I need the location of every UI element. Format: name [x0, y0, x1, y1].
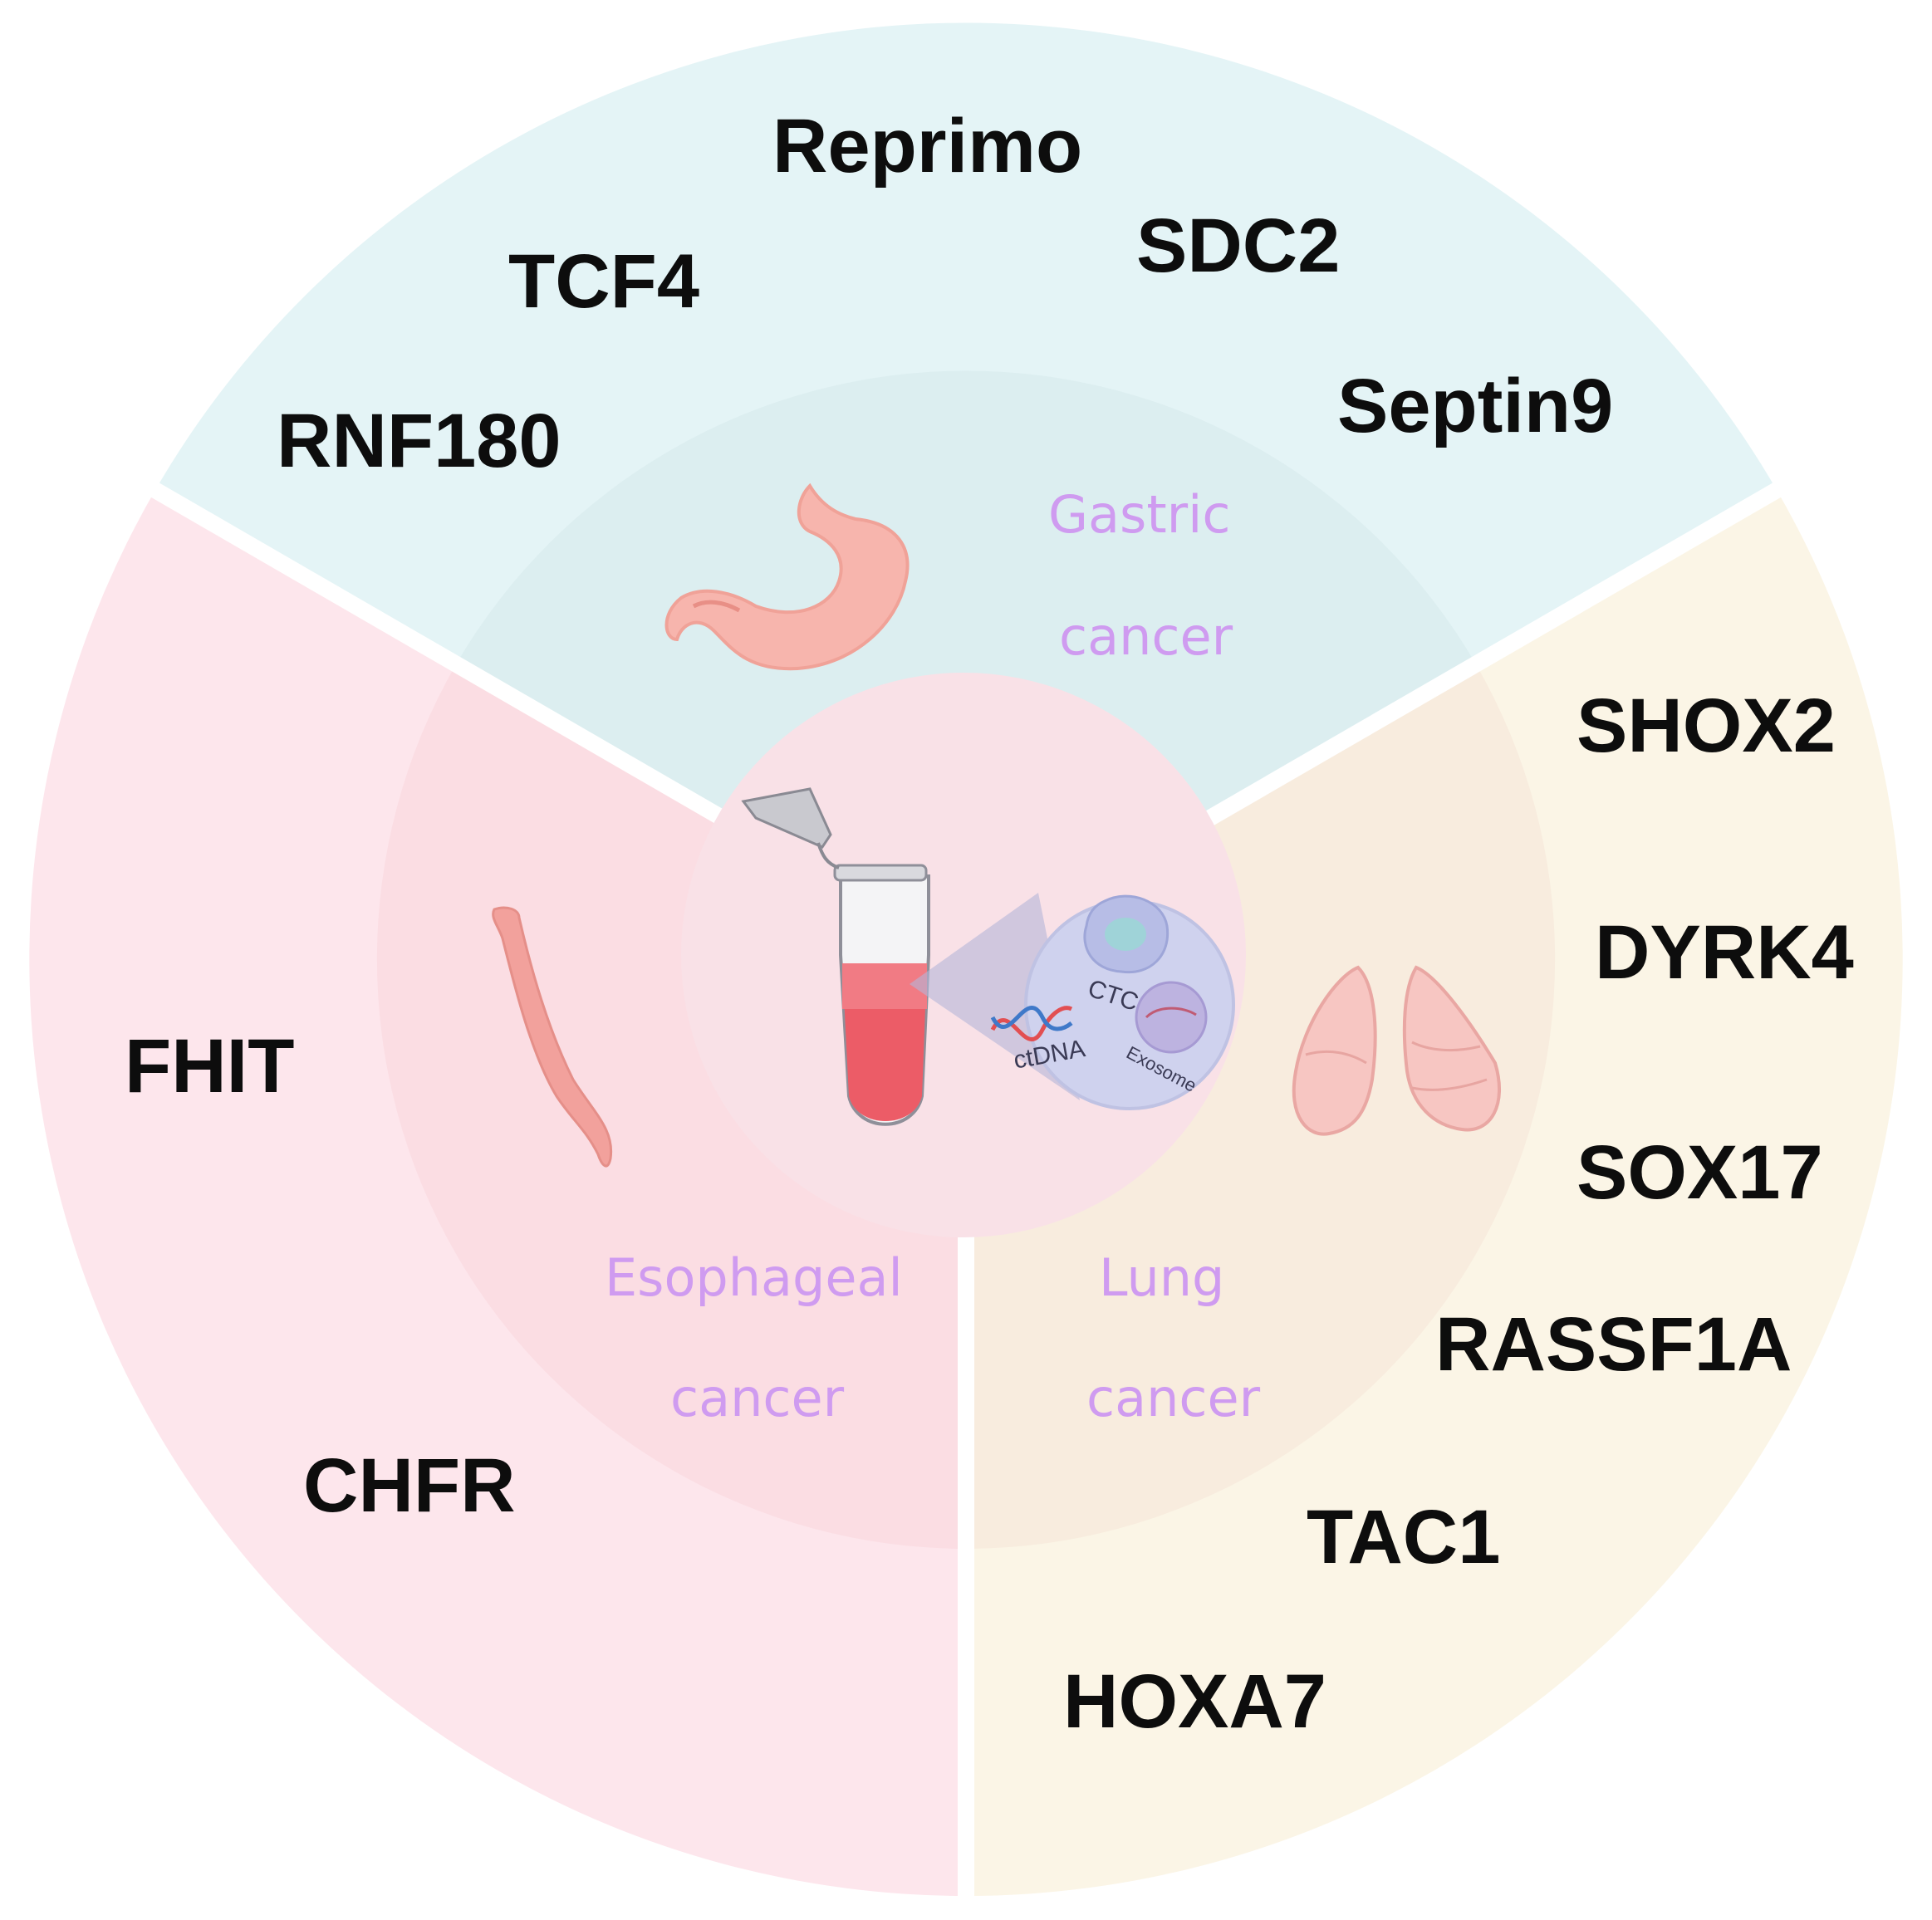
gene-fhit: FHIT — [125, 1024, 294, 1109]
gene-tac1: TAC1 — [1307, 1495, 1500, 1580]
gene-tcf4: TCF4 — [508, 239, 699, 324]
gene-rassf1a: RASSF1A — [1435, 1302, 1792, 1387]
gastric-cancer-label-line1: Gastric — [1048, 484, 1230, 545]
biomarker-inset: CTC ctDNA Exosome — [910, 893, 1235, 1110]
lung-cancer-label-line1: Lung — [1099, 1247, 1224, 1308]
gastric-cancer-label-line2: cancer — [1059, 606, 1233, 667]
gene-chfr: CHFR — [303, 1443, 516, 1528]
segment-gastric-inner — [456, 370, 1476, 959]
lung-cancer-label-line2: cancer — [1086, 1368, 1261, 1428]
lungs-icon — [1292, 965, 1501, 1136]
gene-rnf180: RNF180 — [277, 399, 561, 483]
stomach-icon — [664, 482, 910, 671]
exosome-icon — [1135, 981, 1208, 1054]
esophagus-icon — [492, 906, 613, 1168]
esophageal-cancer-label-line1: Esophageal — [605, 1247, 903, 1308]
dna-helix-icon — [990, 1006, 1073, 1041]
ctc-cell-icon — [1083, 894, 1169, 974]
gene-sox17: SOX17 — [1576, 1130, 1823, 1215]
gene-septin9: Septin9 — [1337, 364, 1613, 448]
gene-hoxa7: HOXA7 — [1063, 1659, 1326, 1744]
gene-shox2: SHOX2 — [1576, 683, 1836, 768]
gene-dyrk4: DYRK4 — [1595, 910, 1854, 995]
blood-tube-icon — [741, 787, 930, 1126]
esophageal-cancer-label-line2: cancer — [670, 1368, 845, 1428]
gene-reprimo: Reprimo — [772, 104, 1082, 189]
gene-sdc2: SDC2 — [1136, 203, 1340, 288]
